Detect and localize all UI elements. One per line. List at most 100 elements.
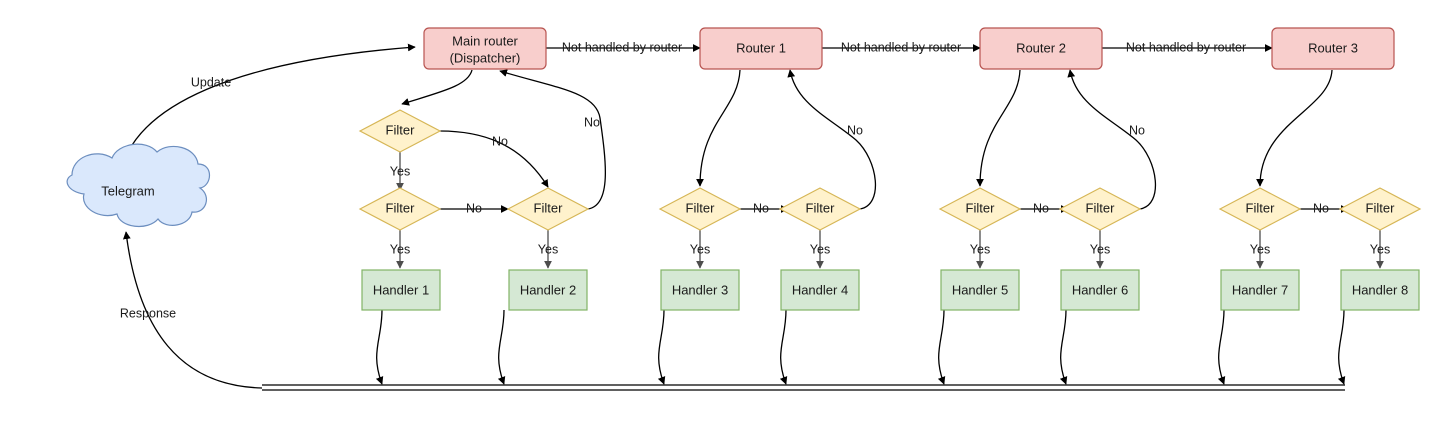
cloud-label: Telegram: [101, 183, 154, 198]
edge-label-update: Update: [191, 75, 231, 89]
handler-7-box: [1220, 269, 1300, 311]
filter-a-label: Filter: [386, 122, 416, 137]
handler-5-box: [940, 269, 1020, 311]
node-handler-2[interactable]: Handler 2: [508, 269, 588, 311]
handler-3-box: [660, 269, 740, 311]
edge-handler4-to-collector: [779, 309, 788, 385]
edge-label-filter4-yes: Yes: [810, 242, 830, 256]
edge-router2-to-filter5: [976, 69, 1021, 187]
edge-filter6-no-back: [1067, 69, 1156, 210]
filter-5-label: Filter: [966, 200, 996, 215]
edge-label-not-handled-3: Not handled by router: [1126, 40, 1246, 54]
filter-1-label: Filter: [386, 200, 416, 215]
handler-1-label: Handler 1: [373, 282, 429, 297]
handler-7-label: Handler 7: [1232, 282, 1288, 297]
node-main-router[interactable]: Main router (Dispatcher): [423, 27, 547, 70]
edge-label-filter1-no: No: [466, 201, 482, 215]
handler-5-label: Handler 5: [952, 282, 1008, 297]
node-filter-2[interactable]: Filter: [506, 187, 590, 231]
node-filter-5[interactable]: Filter: [938, 187, 1022, 231]
edge-label-response: Response: [120, 306, 176, 320]
filter-a-diamond: [358, 109, 442, 153]
edge-label-filter-a-no: No: [492, 134, 508, 148]
collector-bar: [262, 384, 1345, 391]
edge-label-filter7-yes: Yes: [1250, 242, 1270, 256]
edge-filter4-no-back: [787, 69, 876, 210]
node-handler-4[interactable]: Handler 4: [780, 269, 860, 311]
node-filter-4[interactable]: Filter: [778, 187, 862, 231]
edge-router3-to-filter7: [1256, 69, 1333, 187]
node-filter-7[interactable]: Filter: [1218, 187, 1302, 231]
handler-4-box: [780, 269, 860, 311]
node-filter-a[interactable]: Filter: [358, 109, 442, 153]
edge-filter-a-no: [439, 130, 549, 188]
edge-handler1-to-collector: [375, 309, 384, 385]
edge-label-filter5-yes: Yes: [970, 242, 990, 256]
main-router-box: [423, 27, 547, 70]
handler-8-label: Handler 8: [1352, 282, 1408, 297]
handler-1-box: [361, 269, 441, 311]
edge-label-filter2-no-back: No: [584, 115, 600, 129]
handler-3-label: Handler 3: [672, 282, 728, 297]
filter-5-diamond: [938, 187, 1022, 231]
edge-handler8-to-collector: [1337, 309, 1346, 385]
handler-6-label: Handler 6: [1072, 282, 1128, 297]
node-filter-3[interactable]: Filter: [658, 187, 742, 231]
filter-4-diamond: [778, 187, 862, 231]
edge-handler6-to-collector: [1059, 309, 1068, 385]
node-filter-6[interactable]: Filter: [1058, 187, 1142, 231]
edge-router1-to-filter3: [696, 69, 741, 187]
edge-label-filter6-no-back: No: [1129, 123, 1145, 137]
node-filter-8[interactable]: Filter: [1338, 187, 1422, 231]
edge-label-filter5-no: No: [1033, 201, 1049, 215]
edge-handler3-to-collector: [657, 309, 666, 385]
filter-8-label: Filter: [1366, 200, 1396, 215]
node-filter-1[interactable]: Filter: [358, 187, 442, 231]
edge-update: [127, 43, 416, 153]
telegram-cloud[interactable]: Telegram: [66, 143, 211, 227]
edge-label-filter-a-yes: Yes: [390, 164, 410, 178]
edge-handler7-to-collector: [1217, 309, 1226, 385]
node-handler-8[interactable]: Handler 8: [1340, 269, 1420, 311]
filter-3-diamond: [658, 187, 742, 231]
handler-2-box: [508, 269, 588, 311]
edge-handler5-to-collector: [937, 309, 946, 385]
node-handler-6[interactable]: Handler 6: [1060, 269, 1140, 311]
edge-label-not-handled-1: Not handled by router: [562, 40, 682, 54]
node-handler-7[interactable]: Handler 7: [1220, 269, 1300, 311]
node-router-1[interactable]: Router 1: [699, 27, 823, 70]
edge-filter2-no-back: [499, 69, 607, 210]
cloud-icon: [66, 143, 211, 227]
node-handler-1[interactable]: Handler 1: [361, 269, 441, 311]
edge-handler2-to-collector: [497, 309, 506, 385]
router-1-box: [699, 27, 823, 70]
router-3-box: [1271, 27, 1395, 70]
filter-2-diamond: [506, 187, 590, 231]
edge-mainrouter-to-filter-a: [401, 69, 473, 106]
edge-label-filter2-yes: Yes: [538, 242, 558, 256]
edge-label-filter3-yes: Yes: [690, 242, 710, 256]
edge-label-filter7-no: No: [1313, 201, 1329, 215]
filter-6-diamond: [1058, 187, 1142, 231]
edge-label-filter4-no-back: No: [847, 123, 863, 137]
edge-label-filter8-yes: Yes: [1370, 242, 1390, 256]
filter-4-label: Filter: [806, 200, 836, 215]
router-2-label: Router 2: [1016, 40, 1066, 55]
node-handler-5[interactable]: Handler 5: [940, 269, 1020, 311]
filter-3-label: Filter: [686, 200, 716, 215]
filter-6-label: Filter: [1086, 200, 1116, 215]
filter-2-label: Filter: [534, 200, 564, 215]
node-handler-3[interactable]: Handler 3: [660, 269, 740, 311]
router-1-label: Router 1: [736, 40, 786, 55]
node-router-2[interactable]: Router 2: [979, 27, 1103, 70]
filter-7-label: Filter: [1246, 200, 1276, 215]
main-router-label-line2: (Dispatcher): [450, 50, 521, 65]
edge-response: [122, 231, 263, 389]
edge-label-filter6-yes: Yes: [1090, 242, 1110, 256]
filter-8-diamond: [1338, 187, 1422, 231]
edge-label-filter3-no: No: [753, 201, 769, 215]
main-router-label-line1: Main router: [452, 33, 518, 48]
node-router-3[interactable]: Router 3: [1271, 27, 1395, 70]
